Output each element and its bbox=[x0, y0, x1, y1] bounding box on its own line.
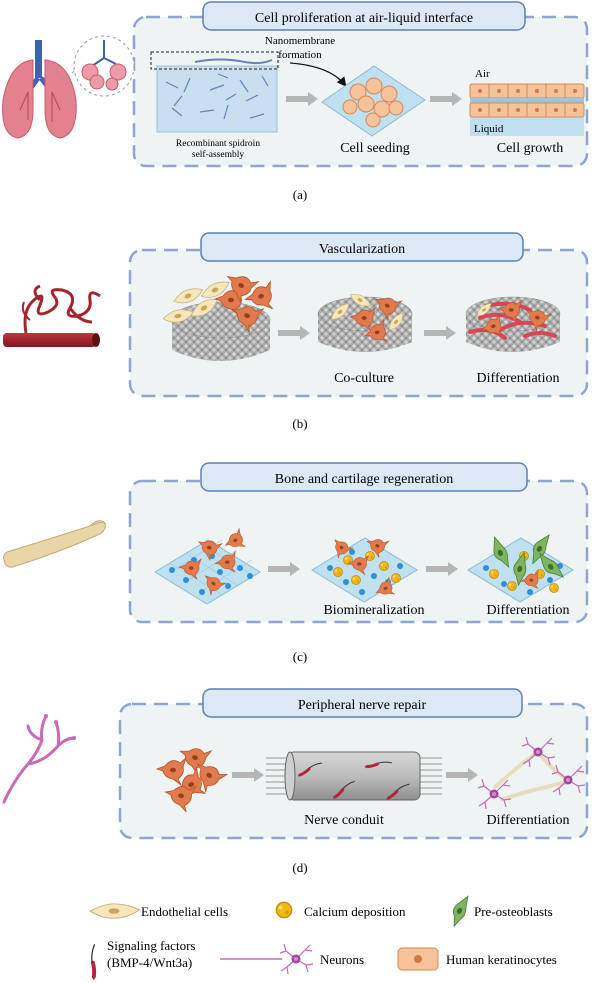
cell-growth-illustration bbox=[469, 83, 585, 136]
cell-seeding-label: Cell seeding bbox=[340, 141, 410, 156]
cell-growth-label: Cell growth bbox=[497, 141, 564, 156]
legend-signaling: Signaling factors (BMP-4/Wnt3a) bbox=[77, 938, 195, 982]
nerve-conduit-label: Nerve conduit bbox=[304, 813, 384, 828]
biomineralization-label: Biomineralization bbox=[323, 603, 424, 618]
legend-preosteoblasts: Pre-osteoblasts bbox=[445, 892, 553, 929]
bone-illustration bbox=[3, 520, 107, 568]
nerve-illustration bbox=[2, 714, 76, 804]
legend: Endothelial cells Calcium deposition Pre… bbox=[77, 892, 557, 982]
coculture-label: Co-culture bbox=[334, 371, 394, 386]
spidroin-block bbox=[150, 51, 279, 133]
spidroin-label-2: self-assembly bbox=[192, 149, 244, 160]
panel-a-caption: (a) bbox=[293, 187, 307, 202]
panel-d: Peripheral nerve repair Nerve conduit bbox=[2, 688, 589, 875]
panel-d-title: Peripheral nerve repair bbox=[298, 698, 427, 713]
legend-signaling-label-2: (BMP-4/Wnt3a) bbox=[107, 955, 192, 970]
air-label: Air bbox=[475, 68, 490, 80]
scaffold-sheet-1 bbox=[154, 528, 261, 605]
panel-b-differentiation-label: Differentiation bbox=[477, 371, 560, 386]
scaffold-sheet-3 bbox=[467, 530, 574, 603]
nanomembrane-label-1: Nanomembrane bbox=[265, 35, 335, 47]
legend-signaling-label-1: Signaling factors bbox=[107, 938, 195, 953]
spidroin-label-1: Recombinant spidroin bbox=[176, 139, 260, 149]
liquid-label: Liquid bbox=[474, 123, 504, 135]
neuron-network bbox=[477, 736, 586, 810]
scaffold-3 bbox=[465, 296, 561, 352]
legend-calcium-label: Calcium deposition bbox=[304, 904, 406, 919]
legend-endothelial: Endothelial cells bbox=[89, 902, 228, 920]
nerve-conduit-illustration bbox=[266, 751, 442, 801]
panel-c-title: Bone and cartilage regeneration bbox=[275, 472, 453, 487]
panel-d-caption: (d) bbox=[292, 860, 307, 875]
panel-c-differentiation-label: Differentiation bbox=[487, 603, 570, 618]
legend-preosteoblasts-label: Pre-osteoblasts bbox=[474, 904, 553, 919]
panel-b: Vascularization bbox=[3, 232, 589, 431]
cell-seeding-illustration bbox=[321, 65, 426, 137]
legend-keratinocytes: Human keratinocytes bbox=[397, 947, 557, 971]
nanomembrane-label-2: formation bbox=[278, 49, 322, 61]
panel-a-title: Cell proliferation at air-liquid interfa… bbox=[255, 11, 473, 26]
panel-a-title-box bbox=[202, 1, 526, 31]
scaffold-2 bbox=[317, 290, 413, 352]
panel-b-title: Vascularization bbox=[319, 242, 405, 257]
panel-c-caption: (c) bbox=[293, 649, 307, 664]
panel-c-title-box bbox=[200, 462, 528, 492]
scaffold-1 bbox=[161, 266, 278, 361]
panel-d-differentiation-label: Differentiation bbox=[487, 813, 570, 828]
blood-vessel-illustration bbox=[3, 284, 101, 347]
lungs-illustration bbox=[2, 35, 135, 139]
legend-endothelial-label: Endothelial cells bbox=[141, 904, 228, 919]
panel-d-title-box bbox=[202, 688, 523, 718]
panel-b-caption: (b) bbox=[292, 416, 307, 431]
panel-b-title-box bbox=[200, 232, 524, 262]
legend-calcium: Calcium deposition bbox=[275, 901, 406, 919]
legend-neurons-label: Neurons bbox=[320, 952, 364, 967]
panel-c: Bone and cartilage regeneration bbox=[3, 462, 589, 664]
scaffold-sheet-2 bbox=[311, 533, 418, 603]
legend-keratinocytes-label: Human keratinocytes bbox=[446, 952, 557, 967]
legend-neurons: Neurons bbox=[220, 943, 364, 975]
panel-a: Cell proliferation at air-liquid interfa… bbox=[2, 1, 589, 202]
